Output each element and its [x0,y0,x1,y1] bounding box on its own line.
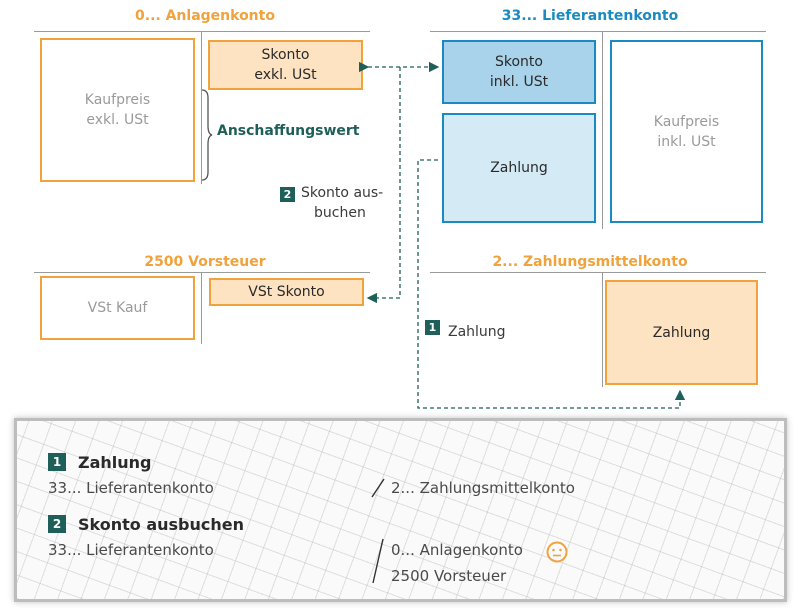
anlagenkonto-title: 0... Anlagenkonto [135,8,275,24]
anlagenkonto-kaufpreis-box: Kaufpreis exkl. USt [40,38,195,182]
lieferantenkonto-title: 33... Lieferantenkonto [501,8,679,24]
vorsteuer-title: 2500 Vorsteuer [144,254,266,270]
summary-entry2-title: Skonto ausbuchen [78,515,244,534]
summary-step-1-badge: 1 [48,453,66,471]
vst-kauf-label: VSt Kauf [87,300,148,316]
zahlungsmittelkonto-zahlung-box: Zahlung [605,280,758,385]
zahlung-flow-label: Zahlung [448,324,506,340]
summary-entry1-title: Zahlung [78,453,152,472]
vst-skonto-label: VSt Skonto [248,284,325,300]
lieferantenkonto-zahlung-box: Zahlung [442,113,596,223]
summary-entry2-debit: 33... Lieferantenkonto [48,541,214,559]
anlagenkonto-t-divider [201,31,202,184]
summary-entry1-credit: 2... Zahlungsmittelkonto [391,479,575,497]
lieferantenkonto-skonto-box: Skonto inkl. USt [442,40,596,104]
step-1-badge: 1 [425,320,440,335]
slash-separator-icon [371,478,385,498]
dashed-arrow-icon [358,61,686,409]
lief-skonto-label-2: inkl. USt [489,74,549,90]
slash-separator-icon [372,538,384,584]
lieferantenkonto-kaufpreis-box: Kaufpreis inkl. USt [610,40,763,223]
skonto-ausbuchen-label-1: Skonto aus- [301,185,384,201]
lieferantenkonto-t-divider [602,31,603,229]
lief-kaufpreis-label-1: Kaufpreis [653,113,720,130]
skonto-label-1: Skonto [261,47,310,63]
booking-summary-panel: 1 Zahlung 33... Lieferantenkonto 2... Za… [14,418,787,602]
zm-zahlung-label: Zahlung [652,324,711,341]
summary-entry1-debit: 33... Lieferantenkonto [48,479,214,497]
lief-zahlung-label: Zahlung [490,160,548,176]
lief-skonto-label-1: Skonto [494,54,543,70]
vorsteuer-t-line [34,272,370,273]
brace-icon [201,89,213,181]
vorsteuer-kauf-box: VSt Kauf [40,276,195,340]
vorsteuer-t-divider [201,272,202,344]
skonto-ausbuchen-label-2: buchen [314,205,366,221]
step-2-badge: 2 [280,187,295,202]
lief-kaufpreis-label-2: inkl. USt [657,133,716,150]
lieferantenkonto-t-line [430,31,766,32]
summary-entry2-credit-1: 0... Anlagenkonto [391,541,523,559]
kaufpreis-label-2: exkl. USt [86,112,149,128]
summary-entry2-credit-2: 2500 Vorsteuer [391,567,507,585]
summary-step-2-badge: 2 [48,515,66,533]
kaufpreis-label-1: Kaufpreis [84,92,151,108]
zahlungsmittelkonto-t-divider [602,272,603,387]
zahlungsmittelkonto-t-line [430,272,766,273]
anlagenkonto-t-line [34,31,370,32]
neutral-face-icon [546,541,568,563]
zahlungsmittelkonto-title: 2... Zahlungsmittelkonto [492,254,688,270]
vorsteuer-skonto-box: VSt Skonto [209,278,364,306]
skonto-label-2: exkl. USt [254,67,317,83]
anschaffungswert-label: Anschaffungswert [217,123,360,139]
